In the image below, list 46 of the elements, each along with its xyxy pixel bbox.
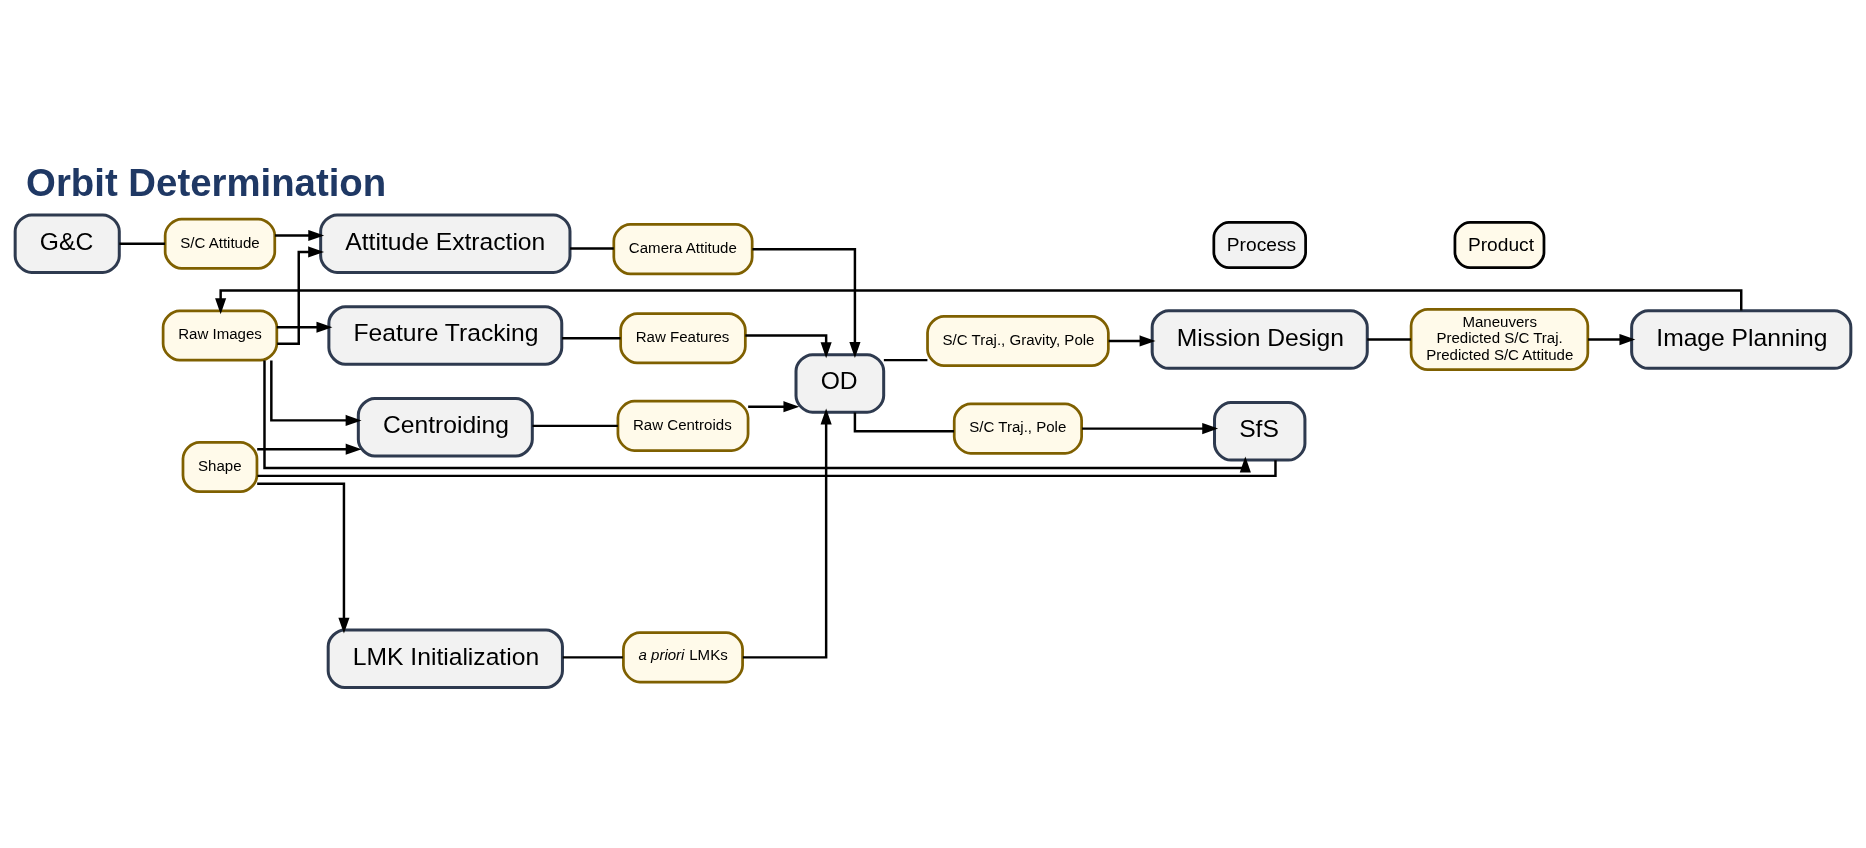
arrow <box>275 229 325 241</box>
node-box: OD <box>794 352 886 414</box>
node-box: S/C Traj., Pole <box>952 402 1083 455</box>
arrow <box>257 443 362 455</box>
node-box: S/C Traj., Gravity, Pole <box>926 314 1110 367</box>
arrow <box>748 400 800 412</box>
arrow <box>277 245 325 345</box>
node-box: Centroiding <box>356 396 534 457</box>
arrow <box>1588 333 1636 345</box>
node-box: Raw Images <box>161 308 279 361</box>
connector <box>532 424 618 427</box>
connector <box>562 655 623 659</box>
node-box: LMK Initialization <box>326 627 564 689</box>
arrow <box>276 321 333 333</box>
connector <box>257 459 1277 477</box>
arrow <box>270 360 362 426</box>
node-box: Image Planning <box>1630 308 1853 370</box>
legend-label: Process <box>1226 233 1297 255</box>
connector <box>853 411 954 433</box>
arrow <box>215 288 1743 314</box>
node-box: a priori LMKs <box>622 630 744 683</box>
arrow <box>752 247 861 358</box>
node-box: Feature Tracking <box>327 304 564 366</box>
node-box: G&C <box>13 212 121 274</box>
connector <box>562 336 621 339</box>
node-box: Raw Centroids <box>616 399 750 452</box>
node-box: Raw Features <box>619 311 747 364</box>
node-box: Mission Design <box>1150 308 1369 370</box>
connector <box>119 241 165 245</box>
arrow <box>745 333 832 358</box>
node-box: Shape <box>181 440 259 493</box>
node-box: SfS <box>1213 400 1307 462</box>
arrow <box>257 482 350 634</box>
connector <box>883 358 928 361</box>
legend-label: Product <box>1467 233 1534 255</box>
arrow <box>742 407 832 659</box>
node-box: S/C Attitude <box>163 217 277 270</box>
connector <box>1367 337 1411 341</box>
arrow <box>1082 422 1219 434</box>
arrow <box>263 359 1251 472</box>
node-box: Camera Attitude <box>612 222 754 275</box>
connector <box>570 246 614 250</box>
arrow <box>1108 334 1156 346</box>
diagram-title: Orbit Determination <box>26 160 387 204</box>
node-box: Attitude Extraction <box>319 212 572 274</box>
node-box: Maneuvers Predicted S/C Traj. Predicted S/C Attitude <box>1409 307 1590 371</box>
